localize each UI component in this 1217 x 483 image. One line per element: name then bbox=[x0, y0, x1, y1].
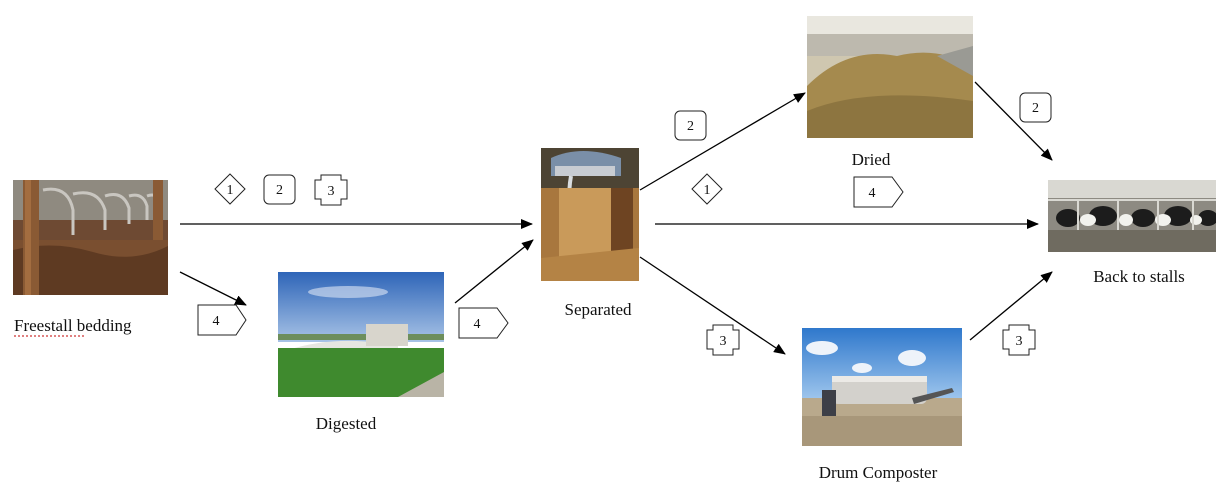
badge-label: 1 bbox=[227, 183, 234, 198]
label-dried: Dried bbox=[852, 150, 891, 169]
badge-label: 3 bbox=[720, 334, 727, 349]
separated-photo bbox=[541, 148, 639, 281]
digested-photo bbox=[278, 272, 444, 397]
badge-label: 2 bbox=[687, 119, 694, 134]
badge-pentagon-sep: 4 bbox=[853, 176, 904, 208]
dried-photo bbox=[807, 16, 973, 138]
badge-square-sep-dried: 2 bbox=[674, 110, 707, 141]
badge-label: 4 bbox=[213, 314, 220, 329]
arrow-dried-to-stalls bbox=[974, 81, 1053, 161]
arrow-separated-to-dried bbox=[639, 92, 806, 191]
badge-cross-top: 3 bbox=[314, 174, 348, 206]
badge-label: 1 bbox=[704, 183, 711, 198]
badge-diamond-top: 1 bbox=[214, 173, 246, 205]
arrow-separated-to-composter bbox=[639, 256, 786, 355]
badge-square-dried: 2 bbox=[1019, 92, 1052, 123]
badge-label: 2 bbox=[1032, 101, 1039, 116]
badge-pentagon-digested: 4 bbox=[458, 307, 509, 339]
label-separated: Separated bbox=[564, 300, 632, 319]
badge-label: 2 bbox=[276, 183, 283, 198]
badge-square-top: 2 bbox=[263, 174, 296, 205]
label-drum-composter: Drum Composter bbox=[819, 463, 938, 482]
badge-label: 3 bbox=[1016, 334, 1023, 349]
badge-diamond-sep: 1 bbox=[691, 173, 723, 205]
back-to-stalls-photo bbox=[1048, 180, 1216, 252]
freestall-bedding-photo bbox=[13, 180, 168, 295]
arrow-composter-to-stalls bbox=[969, 271, 1053, 341]
badge-pentagon-freestall: 4 bbox=[197, 304, 247, 336]
badge-label: 4 bbox=[869, 186, 876, 201]
badge-label: 3 bbox=[328, 184, 335, 199]
label-freestall-bedding: Freestall bedding bbox=[14, 316, 132, 335]
badge-cross-sep-composter: 3 bbox=[706, 324, 740, 356]
label-back-to-stalls: Back to stalls bbox=[1093, 267, 1185, 286]
drum-composter-photo bbox=[802, 328, 962, 446]
badge-label: 4 bbox=[474, 317, 481, 332]
label-digested: Digested bbox=[316, 414, 377, 433]
arrow-digested-to-separated bbox=[454, 239, 534, 304]
arrow-freestall-to-digested bbox=[179, 271, 247, 306]
badge-cross-composter: 3 bbox=[1002, 324, 1036, 356]
